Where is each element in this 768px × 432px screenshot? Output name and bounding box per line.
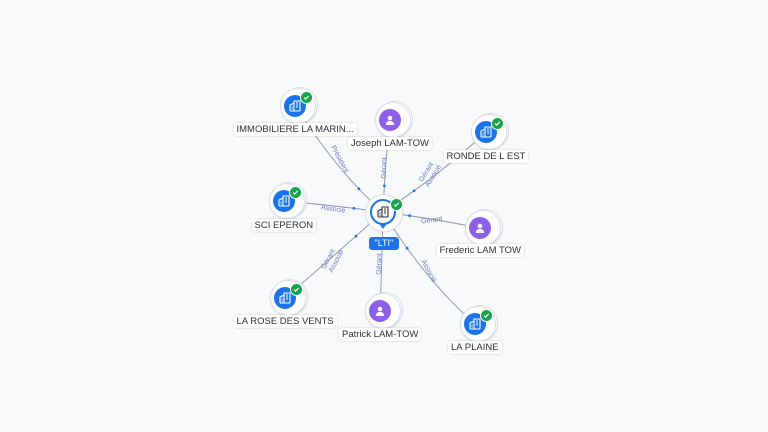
center-label[interactable]: "LTI" — [368, 236, 400, 250]
edge-arrow-n5 — [408, 214, 411, 218]
node-label[interactable]: SCI EPERON — [251, 218, 317, 232]
verified-check-icon — [491, 117, 504, 130]
edge-label-n8-0: Associé — [419, 259, 437, 284]
verified-check-icon — [300, 91, 313, 104]
verified-check-icon — [480, 309, 493, 322]
edge-arrow-n1 — [357, 187, 361, 191]
person-icon — [379, 109, 401, 131]
edge-arrow-n3 — [412, 189, 416, 193]
node-label[interactable]: IMMOBILIERE LA MARIN... — [233, 122, 357, 136]
edge-label-n7-0: Gérant — [376, 253, 384, 275]
node-label[interactable]: Frederic LAM TOW — [436, 243, 524, 257]
verified-check-icon — [290, 283, 303, 296]
edge-arrow-n2 — [383, 184, 386, 188]
edge-label-n4-0: Associé — [321, 204, 346, 214]
verified-check-icon — [390, 198, 403, 211]
node-label[interactable]: LA ROSE DES VENTS — [233, 314, 337, 328]
person-icon — [469, 217, 491, 239]
node-label[interactable]: Patrick LAM-TOW — [339, 327, 422, 341]
edge-arrow-n4 — [352, 206, 356, 210]
person-icon — [369, 300, 391, 322]
edge-arrow-n6 — [354, 234, 358, 238]
node-label[interactable]: LA PLAINE — [448, 340, 502, 354]
edge-label-n2-0: Gérant — [381, 157, 389, 179]
edge-arrow-n8 — [405, 246, 409, 250]
edge-label-n1-0: Président — [329, 145, 349, 174]
node-label[interactable]: RONDE DE L EST — [443, 149, 529, 163]
node-label[interactable]: Joseph LAM-TOW — [348, 136, 432, 150]
verified-check-icon — [289, 186, 302, 199]
edge-label-n5-0: Gérant — [421, 216, 443, 226]
